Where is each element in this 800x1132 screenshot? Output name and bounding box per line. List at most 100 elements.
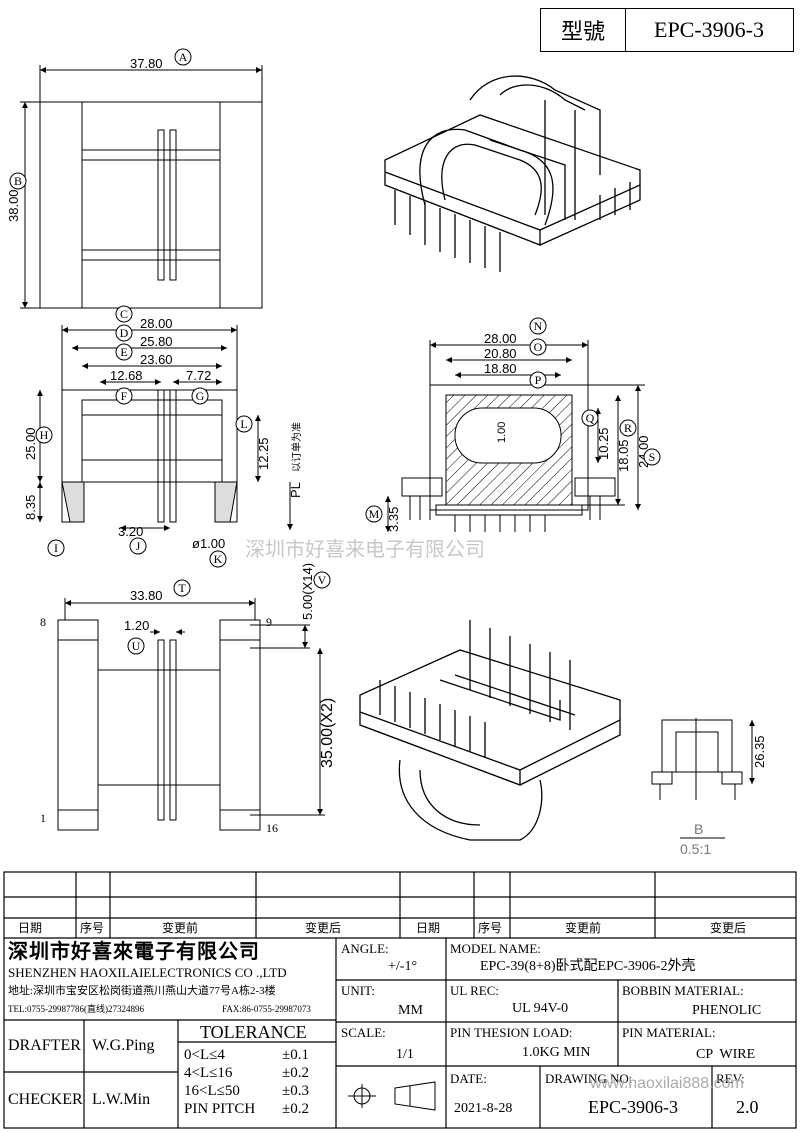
callout-circle-i (47, 539, 65, 557)
dim-side-h: 25.00 (23, 427, 38, 460)
callout-circle-k (209, 550, 227, 568)
dim-bottom-width: 33.80 (130, 588, 163, 603)
callout-circle-o (529, 338, 547, 356)
dim-side-h2: 8.35 (23, 495, 38, 520)
dim-side-w2: 25.80 (140, 334, 173, 349)
rev-header-before-1: 变更前 (162, 921, 199, 935)
dim-side-w3: 23.60 (140, 352, 173, 367)
pin-1-label: 1 (40, 811, 46, 825)
callout-circle-a (174, 48, 192, 66)
callout-r: R (624, 421, 632, 435)
callout-circle-d (115, 324, 133, 342)
rev-header-after-2: 变更后 (710, 921, 747, 935)
pin-tension-value: 1.0KG MIN (522, 1045, 591, 1060)
callout-o: O (534, 340, 543, 354)
callout-circle-m (365, 505, 383, 523)
callout-q: Q (586, 411, 595, 425)
pin-tension-label: PIN THESION LOAD: (450, 1025, 573, 1040)
callout-circle-l (235, 415, 253, 433)
dim-bottom-pin: 1.20 (124, 618, 149, 633)
rev-label: REV: (716, 1071, 745, 1086)
date-label: DATE: (450, 1071, 487, 1086)
callout-circle-v (313, 571, 331, 589)
callout-circle-b (9, 172, 27, 190)
callout-circle-c (115, 305, 133, 323)
drafter-value: W.G.Ping (92, 1037, 155, 1054)
title-block-grid (3, 871, 797, 1129)
company-name-cn: 深圳市好喜來電子有限公司 (8, 941, 260, 963)
tolerance-value-2: ±0.2 (282, 1065, 309, 1081)
front-view (385, 340, 645, 532)
dim-side-h3: 12.25 (256, 437, 271, 470)
dim-front-h4: 3.35 (386, 507, 401, 532)
callout-circle-j (129, 537, 147, 555)
pin-material-value: CP WIRE (696, 1047, 756, 1062)
tolerance-range-1: 0<L≤4 (184, 1047, 225, 1063)
company-name-en: SHENZHEN HAOXILAIELECTRONICS CO .,LTD (8, 965, 287, 980)
checker-value: L.W.Min (92, 1091, 151, 1108)
pin-material-label: PIN MATERIAL: (622, 1025, 716, 1040)
dim-side-pl-note: 以订单为准 (291, 422, 303, 472)
tolerance-value-4: ±0.2 (282, 1101, 309, 1117)
callout-j: J (136, 539, 141, 553)
callout-k: K (214, 552, 223, 566)
model-name-value: EPC-39(8+8)卧式配EPC-3906-2外壳 (480, 959, 696, 974)
callout-circle-f (115, 387, 133, 405)
dim-top-width: 37.80 (130, 56, 163, 71)
checker-label: CHECKER (8, 1091, 83, 1108)
projection-symbol-icon (348, 1081, 436, 1111)
unit-value: MM (398, 1003, 423, 1018)
company-fax: FAX:86-0755-29987073 (222, 1004, 311, 1014)
callout-circle-q (581, 409, 599, 427)
callout-a: A (179, 50, 188, 64)
dim-front-w3: 18.80 (484, 361, 517, 376)
dim-right-height: 26.35 (752, 735, 767, 768)
dim-side-w1: 28.00 (140, 316, 173, 331)
date-value: 2021-8-28 (454, 1101, 513, 1116)
small-side-view (651, 718, 755, 839)
pin-9-label: 9 (266, 615, 272, 629)
rev-value: 2.0 (736, 1097, 759, 1117)
callout-s: S (649, 450, 656, 464)
drafter-label: DRAFTER (8, 1037, 81, 1054)
dim-side-pl: PL (288, 482, 303, 498)
bobbin-material-value: PHENOLIC (692, 1003, 762, 1018)
callout-circle-p (529, 371, 547, 389)
top-view (20, 65, 263, 309)
dim-bottom-pitch: 5.00(X14) (300, 563, 315, 620)
iso-view-bottom (359, 620, 621, 841)
model-number-value: EPC-3906-3 (654, 17, 764, 42)
dim-side-b2: ø1.00 (192, 536, 225, 551)
dim-front-w2: 20.80 (484, 346, 517, 361)
rev-header-before-2: 变更前 (565, 921, 602, 935)
side-view (37, 325, 293, 531)
company-address: 地址:深圳市宝安区松岗街道燕川燕山大道77号A栋2-3楼 (8, 985, 276, 997)
callout-e: E (120, 345, 127, 359)
scale-ratio-label: 0.5:1 (680, 841, 711, 857)
callout-u: U (132, 639, 141, 653)
iso-view-top (384, 75, 641, 272)
tolerance-range-2: 4<L≤16 (184, 1065, 233, 1081)
rev-header-date-2: 日期 (416, 921, 441, 935)
model-number-label: 型號 (541, 9, 626, 51)
scale-label: SCALE: (341, 1025, 386, 1040)
callout-c: C (120, 307, 128, 321)
callout-m: M (369, 507, 380, 521)
drawing-no-label: DRAWING NO: (545, 1071, 633, 1086)
bottom-view (57, 598, 325, 831)
callout-h: H (40, 428, 49, 442)
dim-bottom-span: 35.00(X2) (319, 698, 336, 768)
rev-header-seq-2: 序号 (478, 921, 503, 935)
pin-16-label: 16 (266, 821, 278, 835)
tolerance-title: TOLERANCE (200, 1022, 307, 1042)
callout-circle-g (191, 387, 209, 405)
tolerance-range-4: PIN PITCH (184, 1101, 256, 1117)
callout-g: G (196, 389, 205, 403)
callout-circle-e (115, 343, 133, 361)
callout-circle-n (529, 317, 547, 335)
dim-front-slot: 1.00 (496, 422, 508, 443)
company-tel: TEL:0755-29987786(直线)27324896 (8, 1004, 144, 1014)
rev-header-date-1: 日期 (18, 921, 43, 935)
dim-front-h2: 18.05 (616, 439, 631, 472)
